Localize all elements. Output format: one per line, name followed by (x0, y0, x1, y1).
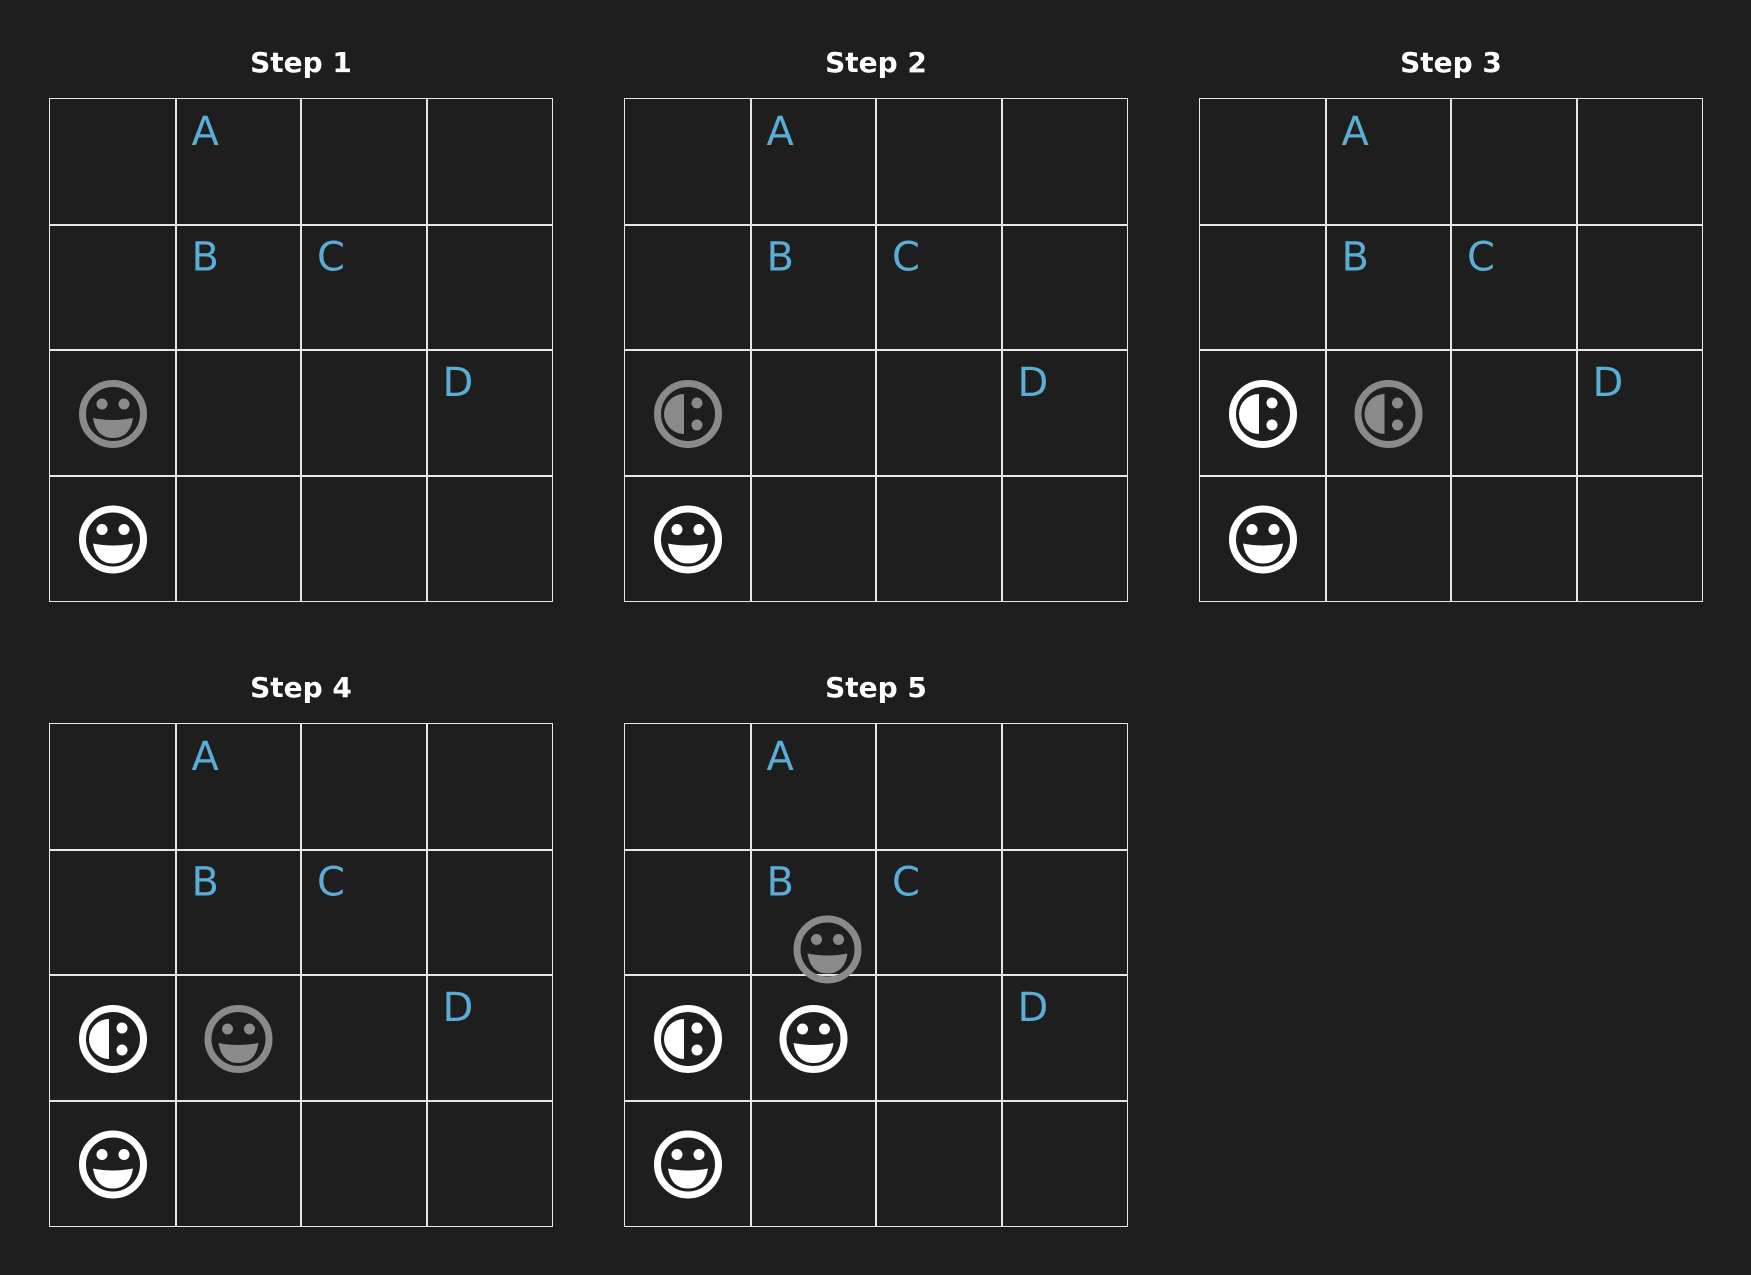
cell-label-b: B (192, 235, 219, 281)
side-face-icon (1229, 380, 1297, 448)
cell-label-b: B (767, 860, 794, 906)
side-face-icon (79, 1005, 147, 1073)
happy-face-icon (79, 505, 147, 574)
cell-label-d: D (1018, 360, 1049, 406)
side-face-icon (1354, 380, 1423, 448)
grid-board: A B C D (49, 98, 553, 602)
cell-label-a: A (192, 109, 220, 155)
cell-label-d: D (443, 985, 474, 1031)
step-title: Step 4 (250, 671, 352, 704)
cell-label-c: C (892, 860, 920, 906)
happy-face-icon (204, 1005, 273, 1073)
grid-board: A B C D (49, 723, 553, 1227)
step-title: Step 5 (825, 671, 927, 704)
happy-face-icon (793, 915, 862, 984)
cell-label-b: B (192, 860, 219, 906)
cell-label-a: A (767, 109, 795, 155)
side-face-icon (654, 380, 722, 448)
grid-board: A B C D (1199, 98, 1703, 602)
grid-board: A B C D (624, 723, 1128, 1227)
happy-face-icon (79, 1130, 147, 1199)
happy-face-icon (79, 380, 147, 448)
cell-label-a: A (192, 734, 220, 780)
grid-svg: A B C D (50, 724, 552, 1226)
cell-label-a: A (767, 734, 795, 780)
cell-label-c: C (892, 235, 920, 281)
grid-svg: A B C D (1200, 99, 1702, 601)
cell-label-d: D (1018, 985, 1049, 1031)
cell-label-c: C (317, 235, 345, 281)
happy-face-icon (654, 1130, 722, 1199)
cell-label-b: B (1342, 235, 1369, 281)
cell-label-a: A (1342, 109, 1370, 155)
cell-label-b: B (767, 235, 794, 281)
grid-svg: A B C D (625, 724, 1127, 1226)
side-face-icon (654, 1005, 722, 1073)
grid-board: A B C D (624, 98, 1128, 602)
grid-svg: A B C D (625, 99, 1127, 601)
happy-face-icon (779, 1005, 848, 1073)
grid-svg: A B C D (50, 99, 552, 601)
cell-label-c: C (1467, 235, 1495, 281)
step-title: Step 1 (250, 46, 352, 79)
cell-label-c: C (317, 860, 345, 906)
happy-face-icon (654, 505, 722, 574)
happy-face-icon (1229, 505, 1297, 574)
step-title: Step 3 (1400, 46, 1502, 79)
cell-label-d: D (443, 360, 474, 406)
step-title: Step 2 (825, 46, 927, 79)
cell-label-d: D (1593, 360, 1624, 406)
